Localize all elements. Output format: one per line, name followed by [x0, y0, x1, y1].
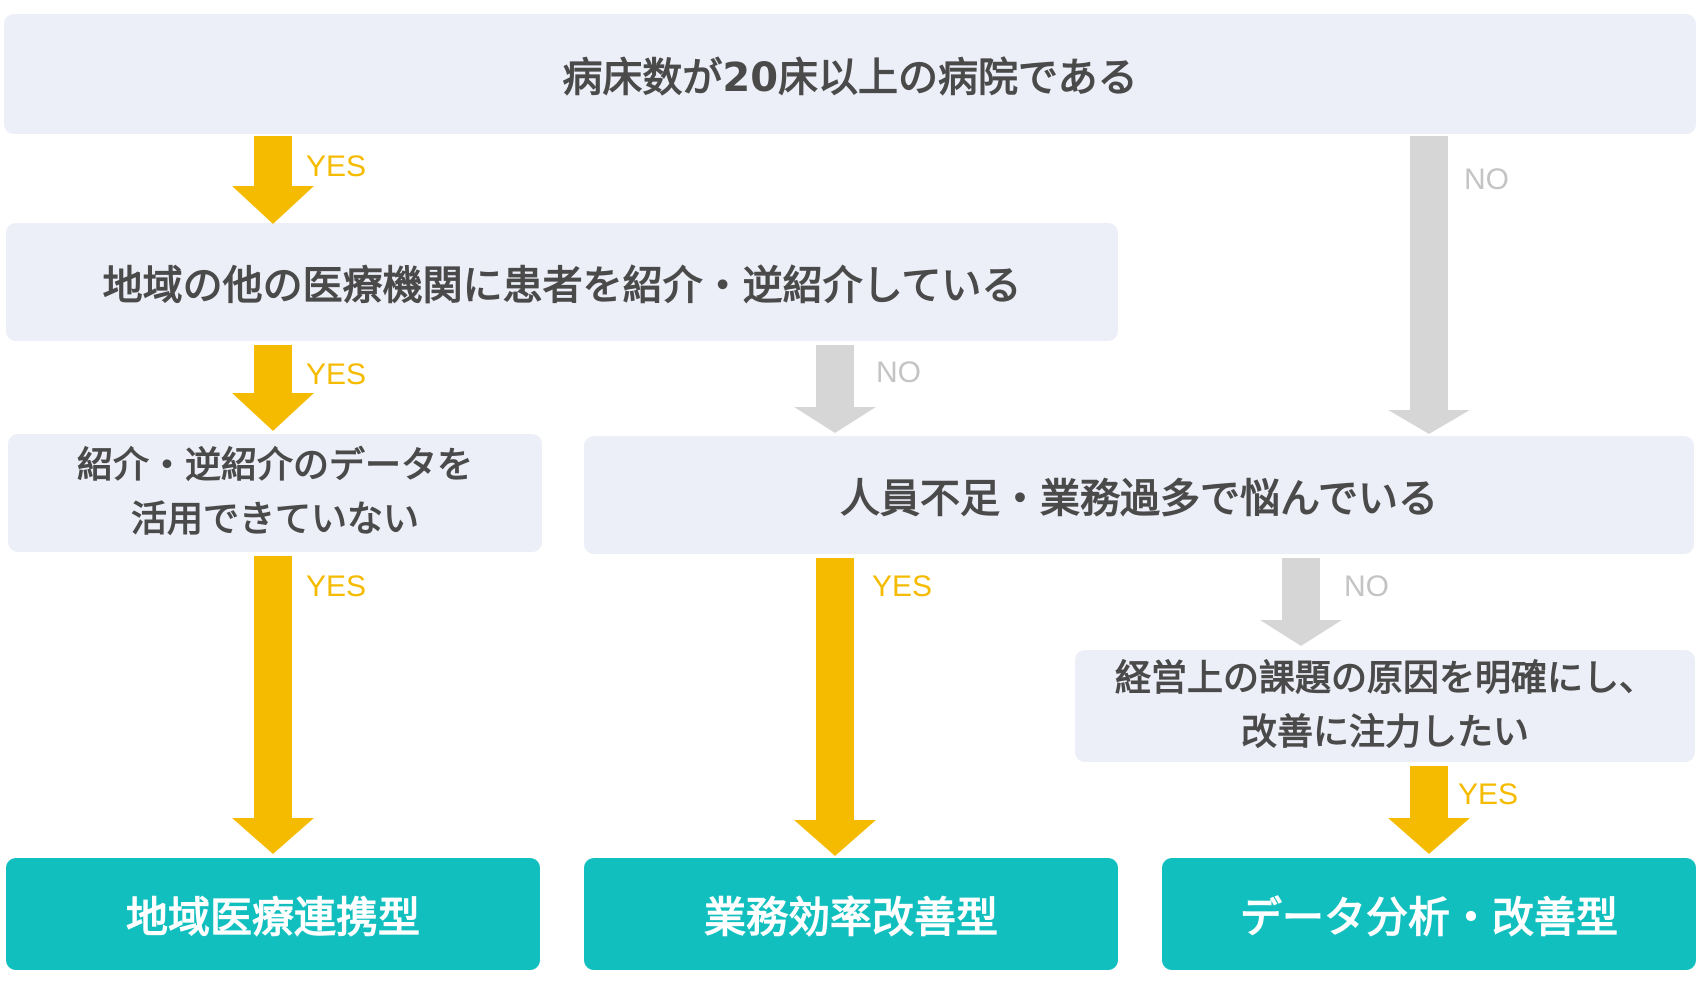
- yes-label-q5: YES: [1458, 778, 1519, 811]
- question-referral-data-line2: 活用できていない: [130, 499, 419, 540]
- yes-arrow-q4-r2: [794, 558, 876, 856]
- result-data-analysis: データ分析・改善型: [1162, 858, 1696, 970]
- question-staff-shortage: 人員不足・業務過多で悩んでいる: [584, 436, 1694, 554]
- yes-arrow-q3-r1-shape: [232, 556, 314, 854]
- result-efficiency-improvement-text: 業務効率改善型: [703, 892, 998, 942]
- question-referral-data: 紹介・逆紹介のデータを 活用できていない: [8, 434, 542, 552]
- yes-label-q3: YES: [306, 570, 367, 603]
- yes-arrow-q1-q2-shape: [232, 136, 314, 224]
- question-management-issues-line1: 経営上の課題の原因を明確にし、: [1114, 658, 1655, 699]
- no-arrow-q4-q5-shape: [1260, 558, 1342, 646]
- question-bed-count-text: 病床数が20床以上の病院である: [562, 55, 1138, 101]
- question-bed-count: 病床数が20床以上の病院である: [4, 14, 1696, 134]
- yes-label-q2: YES: [306, 358, 367, 391]
- no-arrow-q4-q5: [1260, 558, 1342, 646]
- question-staff-shortage-text: 人員不足・業務過多で悩んでいる: [840, 476, 1438, 522]
- yes-arrow-q2-q3-shape: [232, 345, 314, 431]
- yes-arrow-q1-q2: [232, 136, 314, 224]
- yes-label-q1: YES: [306, 150, 367, 183]
- result-efficiency-improvement: 業務効率改善型: [584, 858, 1118, 970]
- yes-arrow-q3-r1: [232, 556, 314, 854]
- result-regional-collaboration: 地域医療連携型: [6, 858, 540, 970]
- question-management-issues: 経営上の課題の原因を明確にし、 改善に注力したい: [1075, 650, 1695, 762]
- yes-arrow-q5-r3-shape: [1388, 766, 1470, 854]
- question-referral: 地域の他の医療機関に患者を紹介・逆紹介している: [6, 223, 1118, 341]
- no-label-q1: NO: [1464, 163, 1509, 196]
- question-referral-text: 地域の他の医療機関に患者を紹介・逆紹介している: [102, 263, 1022, 309]
- no-arrow-q2-q4: [794, 345, 876, 433]
- result-regional-collaboration-text: 地域医療連携型: [125, 892, 420, 942]
- no-label-q4: NO: [1344, 570, 1389, 603]
- yes-label-q4: YES: [872, 570, 933, 603]
- yes-arrow-q4-r2-shape: [794, 558, 876, 856]
- no-arrow-q1-q4: [1388, 136, 1470, 434]
- result-data-analysis-text: データ分析・改善型: [1239, 892, 1618, 942]
- no-arrow-q1-q4-shape: [1388, 136, 1470, 434]
- question-referral-data-line1: 紹介・逆紹介のデータを: [76, 445, 473, 486]
- question-management-issues-line2: 改善に注力したい: [1240, 712, 1529, 753]
- yes-arrow-q5-r3: [1388, 766, 1470, 854]
- no-label-q2: NO: [876, 356, 921, 389]
- no-arrow-q2-q4-shape: [794, 345, 876, 433]
- yes-arrow-q2-q3: [232, 345, 314, 431]
